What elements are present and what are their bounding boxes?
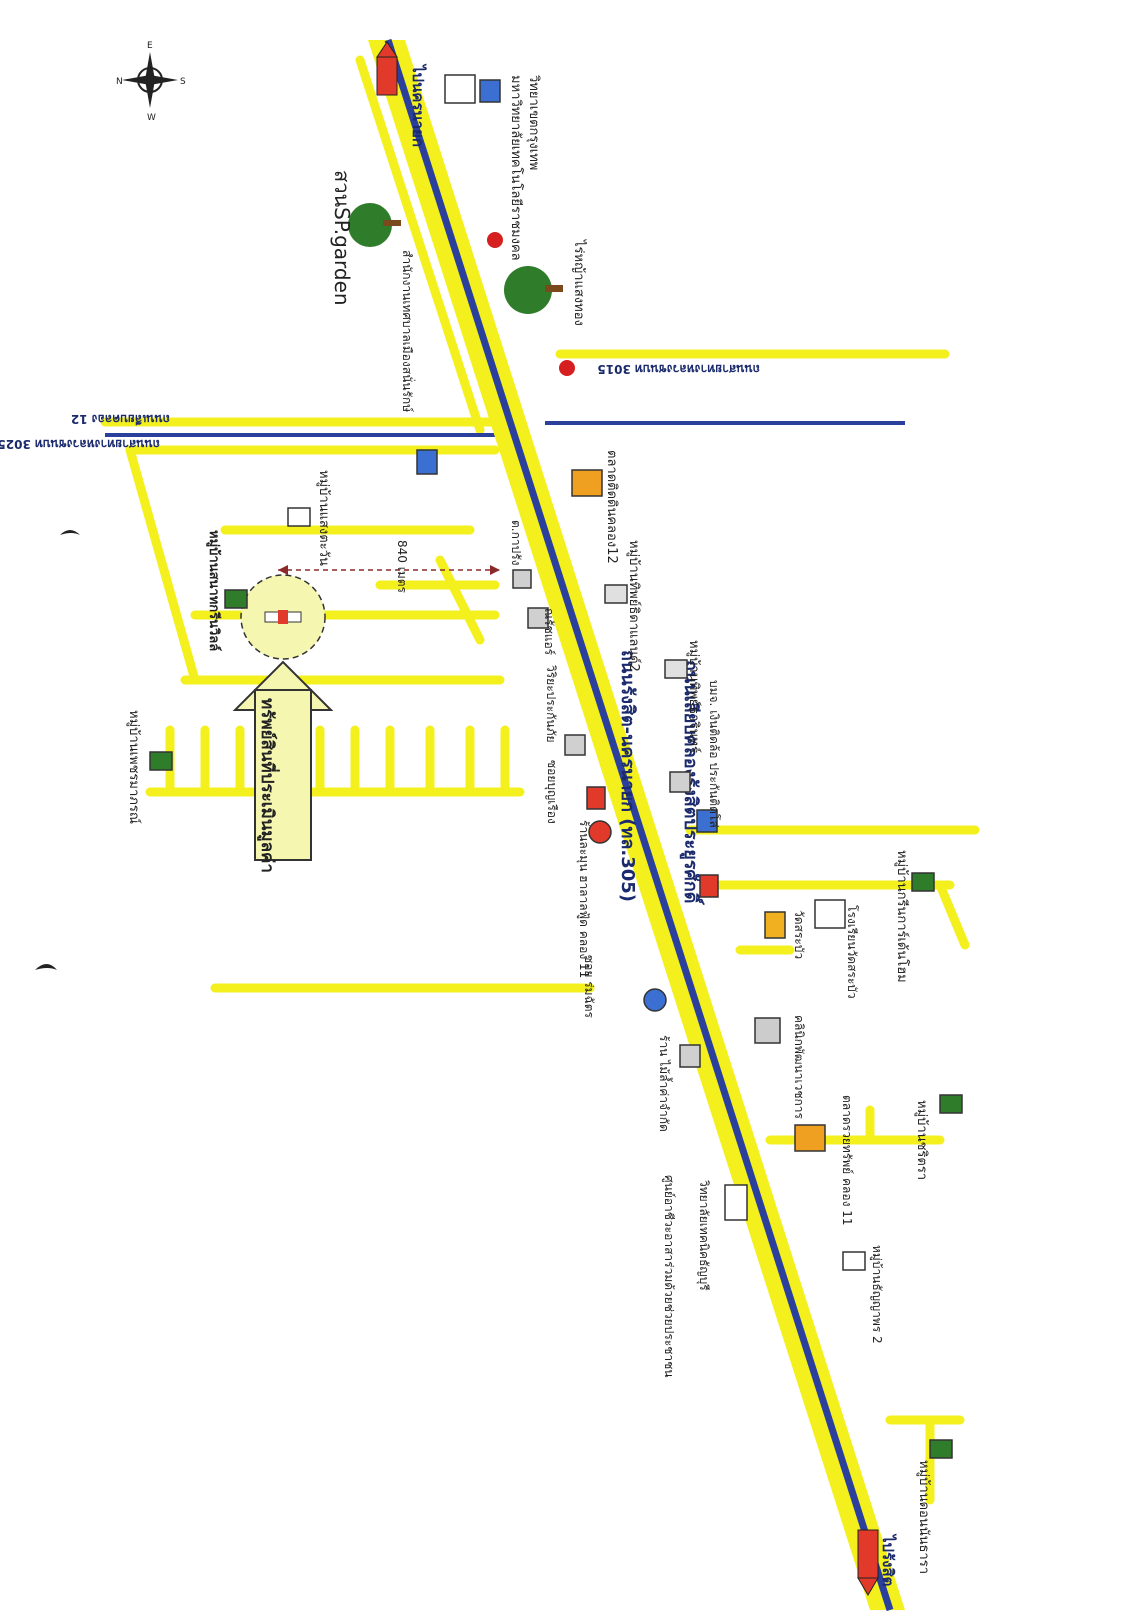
village-icon (224, 589, 248, 609)
label-green-ville: หมู่บ้านสนาทกรีนวิลล์ (206, 530, 222, 651)
university-icon (444, 74, 501, 104)
label-market11: ตลาดรวยทรัพย์ คลอง 11 (840, 1095, 854, 1226)
label-center: ศูนย์อาชีวะอาสาร่วมด้วยช่วยประชาชน (661, 1175, 676, 1377)
office-icon (669, 771, 691, 793)
compass-icon: N S E W (116, 41, 186, 123)
label-sarn: ร้านละมุน ฮาลาลฟู้ด คลอง 11 (576, 820, 591, 978)
svg-text:E: E (147, 41, 153, 51)
village-icon (604, 584, 628, 604)
subject-label: ทรัพย์สินที่ประเมินมูลค่า (256, 698, 280, 873)
canals (105, 421, 905, 437)
village-icon (842, 1251, 866, 1271)
market-icon (571, 469, 603, 497)
road-3015-label: ถนนสายทางหลวงชนบท 3015 (597, 362, 760, 376)
clinic-icon (754, 1017, 781, 1044)
label-thip: หมู่บ้านทิพย์ธารินทร์ (686, 640, 702, 753)
tree-icon (504, 266, 563, 314)
store-icon (699, 874, 719, 898)
road-3025-label: ถนนสายทางหลวงชนบท 3025 (0, 437, 160, 451)
label-soi: ซอย ร่มฉัตร (582, 955, 596, 1019)
municipal-icon (416, 449, 438, 475)
label-shop: ร้าน ไม้ล้ำค่าจำกัด (657, 1035, 673, 1132)
bird-icon (60, 530, 80, 535)
label-thip-land: หมู่บ้านทิพย์ธิดาแลนด์2 (626, 540, 642, 672)
label-wat: วัดสระบัว (792, 910, 806, 959)
subject-property: ทรัพย์สินที่ประเมินมูลค่า 840 เมตร (232, 540, 500, 873)
fuel-station-icon (487, 232, 503, 248)
bank-icon (696, 809, 718, 833)
distance-label: 840 เมตร (395, 540, 409, 594)
college-icon (724, 1184, 748, 1221)
village-icon (939, 1094, 963, 1114)
label-sp-garden: สวนSP.garden (330, 170, 354, 306)
label-charita: หมู่บ้านชริตรา (914, 1100, 929, 1180)
village-icon (287, 507, 311, 527)
label-donnantara: หมู่บ้านดอนนันธารา (916, 1460, 931, 1574)
label-bansang: ไร่หญ้าแสงทอง (571, 239, 587, 326)
village-icon (664, 659, 688, 679)
restaurant-icon (588, 820, 612, 844)
svg-text:S: S (180, 77, 186, 87)
label-university: มหาวิทยาลัยเทคโนโลยีราชมงคล (508, 75, 524, 261)
label-loan: บมจ. เงินติดล้อ ประกันติดโล่ (707, 680, 721, 828)
village-icon (149, 751, 173, 771)
label-soi2: ซอยบุญเรือง (544, 760, 559, 824)
main-road (368, 38, 905, 1612)
svg-text:N: N (116, 77, 123, 87)
market-icon (794, 1124, 826, 1152)
bird-icon (35, 964, 57, 970)
tree-icon (348, 203, 401, 247)
office-icon (564, 734, 586, 756)
svg-text:W: W (147, 113, 156, 123)
label-green-don: หมู่บ้านกรีนการ์เด้นโฮม (894, 850, 910, 983)
label-wiriya: วิริยะประกันภัย (544, 665, 558, 743)
main-road-name: ถนนรังสิต-นครนายก (ทล.305) (617, 650, 638, 902)
label-market12: ตลาดติดดินคลอง12 (604, 450, 619, 564)
office-icon (527, 607, 549, 629)
direction-arrow-top: ไปนครนายก (376, 41, 428, 147)
label-thanya: หมู่บ้านธัญญาพร 2 (869, 1245, 884, 1344)
bank-icon (643, 988, 667, 1012)
village-icon (911, 872, 935, 892)
label-school: โรงเรียนวัดสระบัว (845, 905, 859, 999)
school-icon (814, 899, 846, 929)
label-to-rangsit: ไปรังสิต (879, 1533, 898, 1586)
label-phetmaporn: หมู่บ้านเพชรมาภรณ์ (126, 710, 142, 824)
label-tech: วิทยาลัยเทคนิคธัญบุรี (696, 1180, 711, 1292)
label-clinic: คลินิกพัฒนาเวชการ (792, 1015, 806, 1120)
road-12-label: ถนนเลียบคลอง 12 (71, 412, 170, 426)
office-icon (679, 1044, 701, 1068)
fuel-station-icon (559, 360, 575, 376)
label-saengtawan: หมู่บ้านแสงตะวัน (316, 470, 331, 566)
temple-icon (764, 911, 786, 939)
label-university-2: วิทยาเขตกรุงเทพ (526, 74, 541, 170)
office-icon (512, 569, 532, 589)
label-rachaair: ณรัชแอร์ (542, 608, 556, 656)
label-khwang: ต.กาปรัง (509, 520, 523, 566)
village-icon (929, 1439, 953, 1459)
store-icon (586, 786, 606, 810)
label-municipal: สำนักงานเทศบาลเมืองสนั่นรักษ์ (400, 250, 416, 412)
direction-arrow-bottom: ไปรังสิต (857, 1529, 898, 1596)
label-to-nakhonnayok: ไปนครนายก (409, 63, 428, 147)
